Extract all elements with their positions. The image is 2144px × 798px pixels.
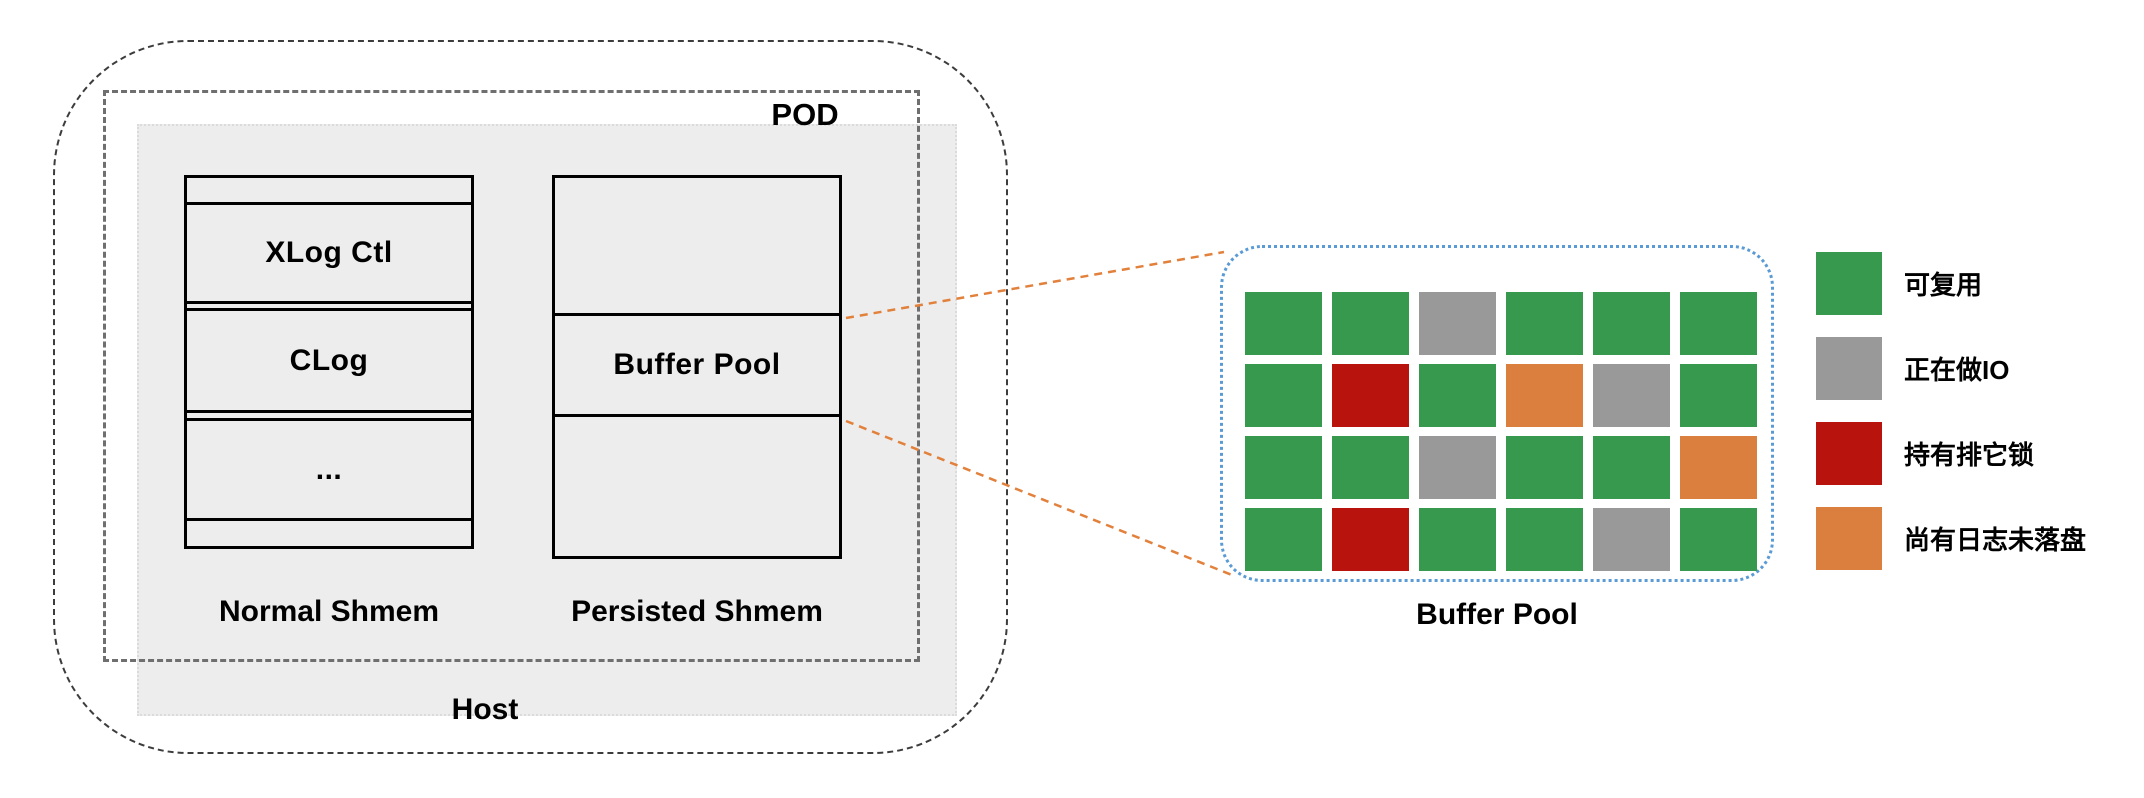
buffer-cell-r4c4-green <box>1506 508 1583 571</box>
buffer-cell-r1c3-gray <box>1419 292 1496 355</box>
normal-shmem-label: Normal Shmem <box>218 595 440 628</box>
buffer-cell-r1c4-green <box>1506 292 1583 355</box>
persisted-shmem-label: Persisted Shmem <box>571 595 823 628</box>
normal-shmem-section-4 <box>187 413 471 421</box>
buffer-pool-boundary <box>1220 245 1774 582</box>
persisted-shmem-box: Buffer Pool <box>552 175 842 559</box>
buffer-cell-r1c2-green <box>1332 292 1409 355</box>
persisted-shmem-section-0 <box>555 178 839 316</box>
host-boundary <box>53 40 1008 754</box>
buffer-cell-r4c3-green <box>1419 508 1496 571</box>
legend-item-green: 可复用 <box>1816 252 2086 315</box>
buffer-cell-r2c2-red <box>1332 364 1409 427</box>
buffer-cell-r4c2-red <box>1332 508 1409 571</box>
legend: 可复用正在做IO 持有排它锁尚有日志未落盘 <box>1816 252 2086 570</box>
normal-shmem-section-2 <box>187 304 471 311</box>
legend-item-orange: 尚有日志未落盘 <box>1816 507 2086 570</box>
legend-label-red: 持有排它锁 <box>1904 440 2035 470</box>
buffer-cell-r3c2-green <box>1332 436 1409 499</box>
buffer-cell-r3c4-green <box>1506 436 1583 499</box>
legend-item-red: 持有排它锁 <box>1816 422 2086 485</box>
legend-label-orange: 尚有日志未落盘 <box>1904 525 2087 555</box>
legend-swatch-green <box>1816 252 1882 315</box>
buffer-cell-r3c5-green <box>1593 436 1670 499</box>
legend-label-green: 可复用 <box>1904 270 1983 300</box>
buffer-cell-r2c3-green <box>1419 364 1496 427</box>
buffer-cell-r3c1-green <box>1245 436 1322 499</box>
legend-swatch-red <box>1816 422 1882 485</box>
persisted-shmem-section-2 <box>555 417 839 556</box>
normal-shmem-section-5: ... <box>187 421 471 521</box>
buffer-cell-r1c6-green <box>1680 292 1757 355</box>
buffer-cell-r2c4-orange <box>1506 364 1583 427</box>
buffer-cell-r3c6-orange <box>1680 436 1757 499</box>
normal-shmem-section-3: CLog <box>187 311 471 413</box>
normal-shmem-section-1: XLog Ctl <box>187 205 471 304</box>
legend-swatch-gray <box>1816 337 1882 400</box>
buffer-cell-r4c1-green <box>1245 508 1322 571</box>
pod-label: POD <box>771 97 839 132</box>
legend-label-gray: 正在做IO <box>1904 355 2010 385</box>
normal-shmem-section-6 <box>187 521 471 546</box>
persisted-shmem-section-1: Buffer Pool <box>555 316 839 417</box>
buffer-cell-r4c5-gray <box>1593 508 1670 571</box>
pod-boundary <box>103 90 920 662</box>
persisted-shmem-section-label: Buffer Pool <box>613 348 781 381</box>
buffer-pool-grid-label: Buffer Pool <box>1416 598 1578 631</box>
buffer-cell-r1c5-green <box>1593 292 1670 355</box>
normal-shmem-section-label: XLog Ctl <box>265 236 393 269</box>
buffer-cell-r4c6-green <box>1680 508 1757 571</box>
buffer-cell-r2c6-green <box>1680 364 1757 427</box>
normal-shmem-section-label: CLog <box>289 343 369 377</box>
normal-shmem-section-label: ... <box>315 452 343 486</box>
buffer-cell-r1c1-green <box>1245 292 1322 355</box>
normal-shmem-section-0 <box>187 178 471 205</box>
buffer-cell-r3c3-gray <box>1419 436 1496 499</box>
host-label: Host <box>451 693 519 726</box>
buffer-pool-grid <box>1245 292 1771 571</box>
buffer-cell-r2c1-green <box>1245 364 1322 427</box>
buffer-cell-r2c5-gray <box>1593 364 1670 427</box>
legend-swatch-orange <box>1816 507 1882 570</box>
legend-item-gray: 正在做IO <box>1816 337 2086 400</box>
